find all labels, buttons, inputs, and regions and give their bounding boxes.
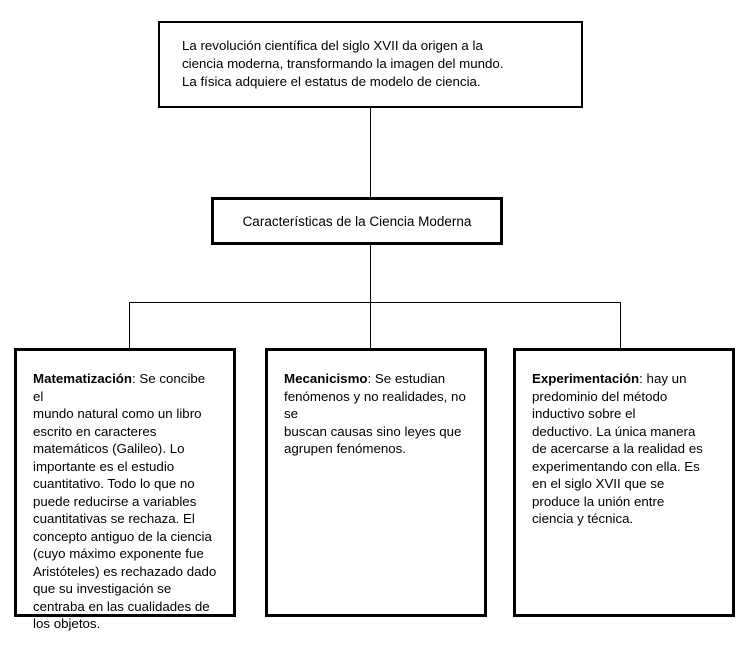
child-box-experimentacion-term: Experimentación [532, 371, 640, 386]
center-box-label: Características de la Ciencia Moderna [242, 213, 472, 229]
child-box-experimentacion-text: Experimentación: hay un predominio del m… [532, 370, 718, 528]
child-box-mecanicismo-text: Mecanicismo: Se estudian fenómenos y no … [284, 370, 470, 458]
connector-branch-to-left-child [129, 302, 130, 348]
child-box-matematizacion-text: Matematización: Se concibe el mundo natu… [33, 370, 219, 633]
child-box-matematizacion-term: Matematización [33, 371, 133, 386]
child-box-mecanicismo-term: Mecanicismo [284, 371, 368, 386]
child-box-experimentacion-body: : hay un predominio del método inductivo… [532, 371, 703, 526]
connector-branch-to-right-child [620, 302, 621, 348]
branch-line [129, 302, 621, 303]
child-box-matematizacion-body: : Se concibe el mundo natural como un li… [33, 371, 217, 631]
center-box: Características de la Ciencia Moderna [211, 197, 503, 245]
root-box: La revolución científica del siglo XVII … [158, 21, 583, 108]
child-box-mecanicismo-body: : Se estudian fenómenos y no realidades,… [284, 371, 466, 456]
connector-center-to-middle-child [370, 245, 371, 348]
root-box-text: La revolución científica del siglo XVII … [182, 38, 504, 89]
connector-root-to-center [370, 108, 371, 197]
child-box-experimentacion: Experimentación: hay un predominio del m… [513, 348, 735, 617]
child-box-matematizacion: Matematización: Se concibe el mundo natu… [14, 348, 236, 631]
child-box-mecanicismo: Mecanicismo: Se estudian fenómenos y no … [265, 348, 487, 617]
